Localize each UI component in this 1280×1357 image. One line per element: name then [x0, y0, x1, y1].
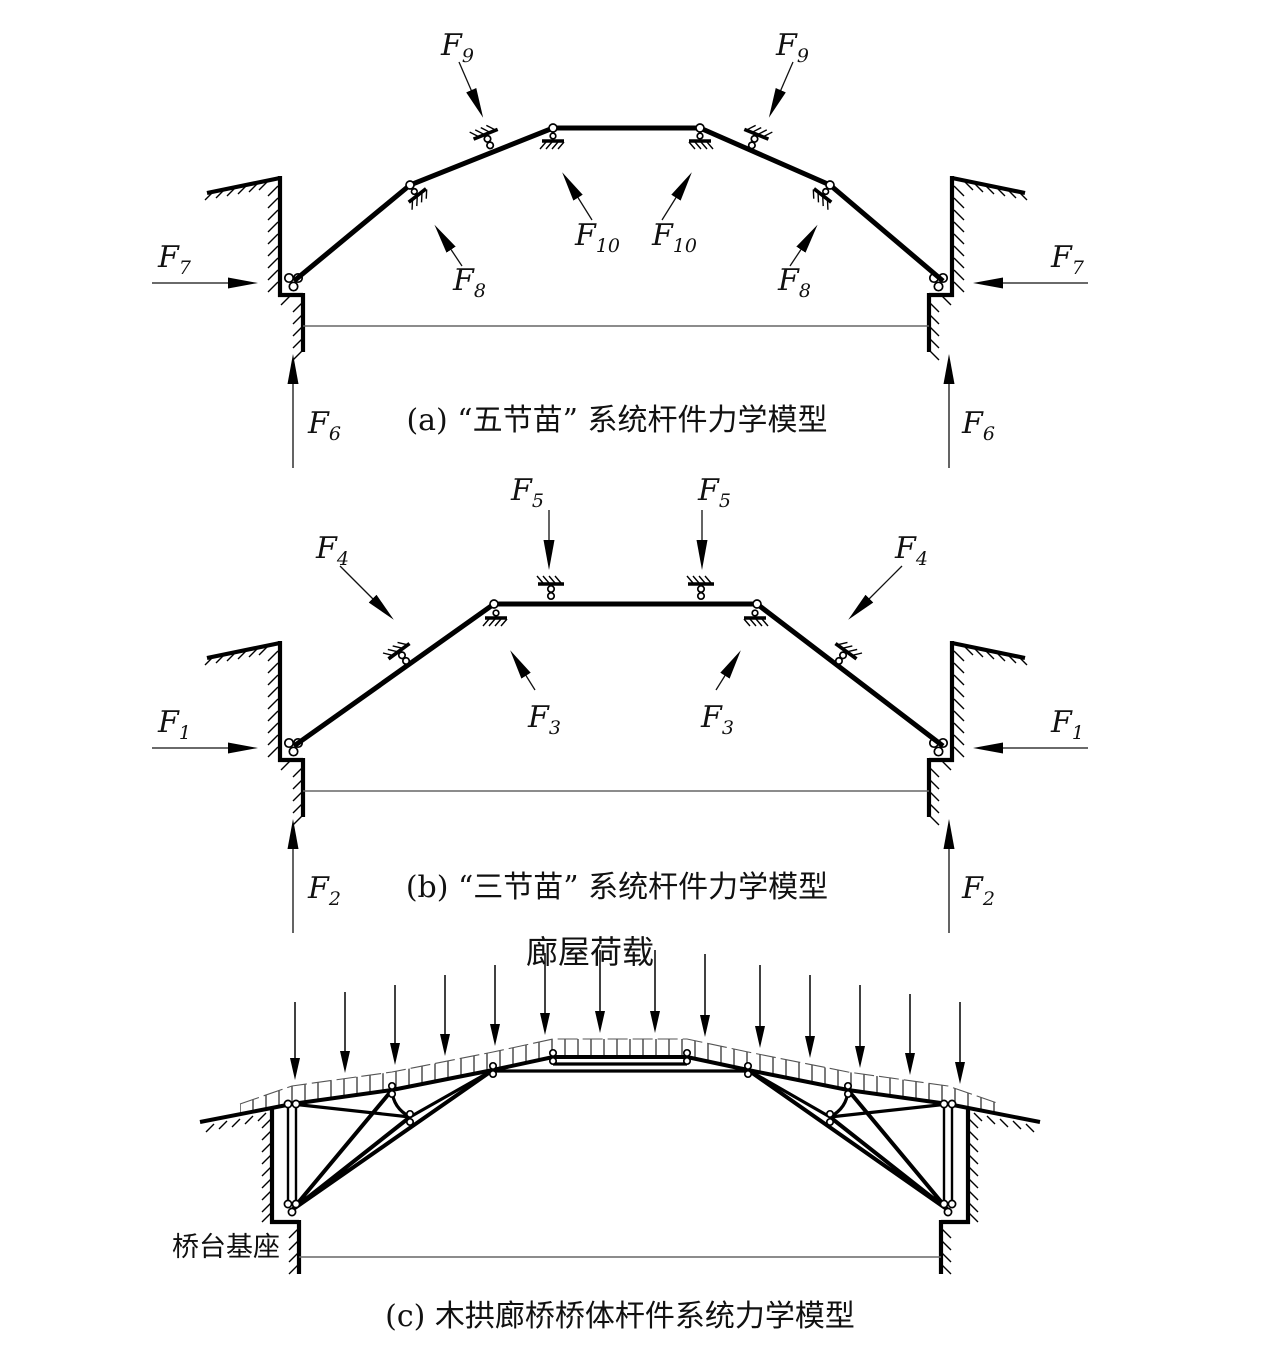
- force-label-f10-left: F10: [574, 218, 620, 257]
- caption-c: (c) 木拱廊桥桥体杆件系统力学模型: [385, 1299, 855, 1334]
- abutment-a-left: [205, 176, 303, 360]
- force-label-f1-left: F1: [157, 705, 191, 744]
- distributed-load: [239, 950, 1001, 1115]
- post-left: [286, 1104, 298, 1208]
- link-right: [747, 1068, 831, 1119]
- corridor-load-label: 廊屋荷载: [526, 933, 654, 971]
- force-arrow-f10-right: [661, 172, 692, 221]
- force-label-f6-right: F6: [961, 406, 995, 445]
- abutment-b-right: [929, 641, 1027, 825]
- arch-joints-b: [489, 599, 762, 609]
- force-arrow-f8-left: [434, 224, 463, 267]
- force-arrow-f3-right: [715, 650, 741, 691]
- force-label-f8-right: F8: [777, 263, 811, 302]
- fan-members-right: [746, 1068, 950, 1212]
- caption-a: (a) “五节苗” 系统杆件力学模型: [406, 403, 827, 438]
- force-label-f2-right: F2: [961, 871, 995, 910]
- force-arrow-f3-left: [510, 650, 536, 691]
- force-label-f2-left: F2: [307, 871, 341, 910]
- force-arrows-b: [152, 510, 1088, 933]
- panel-b: F5 F5 F4 F4 F3 F3 F1 F1 F2 F2 (b) “三节苗” …: [152, 473, 1088, 933]
- force-label-f8-left: F8: [452, 263, 486, 302]
- load-tick-band: [240, 1039, 1000, 1115]
- link-left: [409, 1068, 494, 1119]
- force-label-f7-right: F7: [1050, 240, 1085, 279]
- abutment-a-right: [929, 176, 1027, 360]
- force-label-f10-right: F10: [651, 218, 697, 257]
- abutment-b-left: [205, 641, 303, 825]
- force-label-f5-right: F5: [697, 473, 731, 512]
- contact-supports-a: [400, 120, 840, 212]
- abutment-base-label: 桥台基座: [172, 1232, 280, 1263]
- force-arrow-f9-right: [768, 61, 794, 118]
- post-right: [942, 1104, 954, 1208]
- truss-c: [199, 1048, 1041, 1217]
- roof-and-upper-chord: [199, 1055, 1041, 1124]
- brace-right: [829, 1102, 949, 1119]
- arch-three-segment: [292, 601, 945, 749]
- force-label-f9-right: F9: [775, 28, 809, 67]
- force-label-f4-left: F4: [315, 531, 349, 570]
- force-label-f9-left: F9: [440, 28, 474, 67]
- force-arrow-f9-left: [458, 61, 484, 118]
- contact-supports-b: [381, 574, 864, 674]
- arch-five-segment: [292, 125, 945, 283]
- force-arrow-f8-right: [789, 224, 818, 267]
- caption-b: (b) “三节苗” 系统杆件力学模型: [406, 870, 828, 905]
- force-label-f5-left: F5: [510, 473, 544, 512]
- force-label-f3-left: F3: [527, 700, 561, 739]
- force-label-f3-right: F3: [700, 700, 734, 739]
- truss-joints: [283, 1048, 957, 1217]
- force-arrow-f4-left: [339, 565, 394, 620]
- force-arrows-a: [152, 61, 1088, 468]
- abutment-c-right: [941, 1108, 1034, 1274]
- panel-a: F9 F9 F10 F10 F8 F8 F7 F7 F6 F6 (a) “五节苗…: [152, 28, 1088, 468]
- force-arrow-f10-left: [562, 172, 593, 221]
- brace-left: [291, 1102, 411, 1119]
- force-label-f6-left: F6: [307, 406, 341, 445]
- arch-joints-a: [405, 123, 835, 190]
- fan-members-left: [290, 1068, 495, 1212]
- force-label-f1-right: F1: [1050, 705, 1084, 744]
- panel-c: 廊屋荷载 桥台基座 (c) 木拱廊桥桥体杆件系统力学模型: [172, 933, 1041, 1334]
- load-intensity-line: [239, 1038, 1001, 1105]
- force-label-f7-left: F7: [157, 240, 192, 279]
- force-arrow-f4-right: [848, 565, 903, 620]
- force-label-f4-right: F4: [894, 531, 928, 570]
- load-arrows: [290, 950, 965, 1084]
